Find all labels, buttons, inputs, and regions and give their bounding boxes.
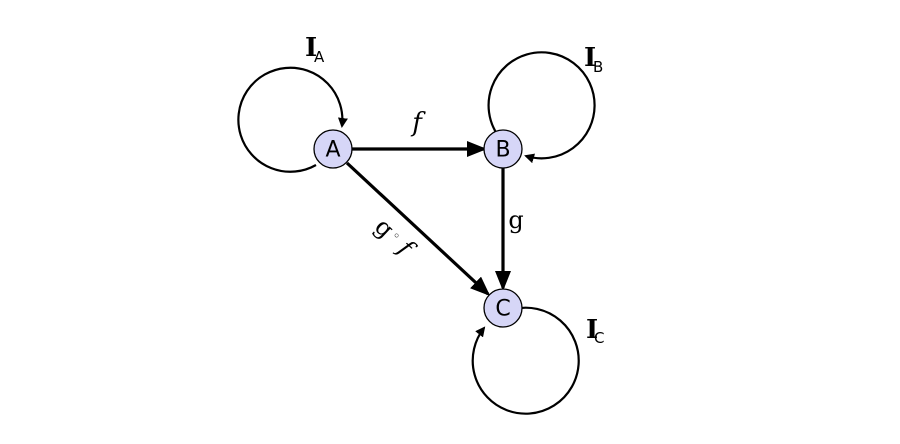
identity-loop-a: I A xyxy=(237,33,348,173)
arrow-g-label: g xyxy=(508,206,523,234)
node-a-label: A xyxy=(325,138,340,163)
arrow-f-label: f xyxy=(410,108,426,138)
node-a: A xyxy=(313,129,353,169)
node-b: B xyxy=(483,129,523,169)
identity-c-symbol: I xyxy=(586,315,598,345)
arrow-f: f xyxy=(352,108,487,157)
arrow-g: g xyxy=(495,168,524,291)
identity-loop-b: I B xyxy=(487,43,603,164)
identity-c-subscript: C xyxy=(594,329,604,347)
identity-a-subscript: A xyxy=(314,48,325,66)
identity-b-subscript: B xyxy=(593,58,603,76)
arrow-composite: g ◦ f xyxy=(345,161,491,297)
node-b-label: B xyxy=(495,138,510,163)
node-c-label: C xyxy=(495,297,510,322)
identity-a-symbol: I xyxy=(305,33,317,63)
arrow-composite-label: g ◦ f xyxy=(369,212,421,263)
identity-loop-c: I C xyxy=(471,306,604,415)
identity-b-symbol: I xyxy=(584,43,596,73)
node-c: C xyxy=(483,288,523,328)
